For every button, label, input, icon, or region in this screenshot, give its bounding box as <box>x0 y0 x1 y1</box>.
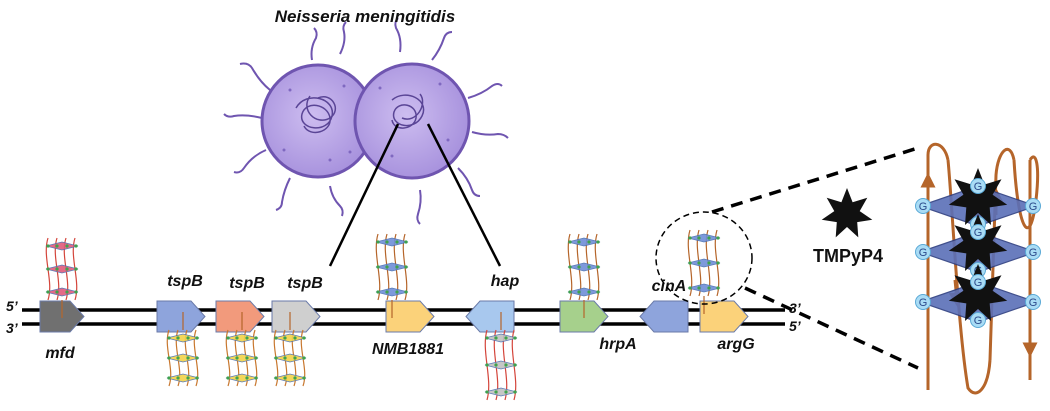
guanine-base-letter: G <box>919 247 928 259</box>
g4-backbone-0 <box>926 142 950 390</box>
guanine-base-letter: G <box>974 181 983 193</box>
g4-cina <box>687 229 721 314</box>
strand-bottom-left-label: 3’ <box>6 320 19 336</box>
g4-mfd <box>45 237 79 318</box>
gene-label-argg: argG <box>717 336 754 353</box>
guanine-base-circle <box>915 244 931 260</box>
guanine-base-letter: G <box>1029 297 1038 309</box>
gene-arrow-argg-8 <box>699 300 749 333</box>
g4-backbone-3 <box>1012 155 1040 229</box>
g4-tspb-2 <box>225 312 259 387</box>
gene-arrow-hap-5 <box>465 300 515 333</box>
magnify-line-bottom <box>744 286 919 370</box>
gene-labels: mfd tspB tspB tspB NMB1881 hap hrpA cinA… <box>45 273 754 362</box>
strand-top-right-label: 3’ <box>789 300 802 316</box>
g4-backbone-2 <box>988 147 1016 361</box>
gene-arrow-tspb-2 <box>215 300 265 333</box>
guanine-base-circle <box>970 312 986 328</box>
guanine-base-circle <box>1025 244 1041 260</box>
organism-title: Neisseria meningitidis <box>275 7 455 26</box>
g-quadruplex-sites <box>45 229 721 401</box>
ligand-legend: TMPyP4 <box>813 188 883 266</box>
right-coccus <box>353 62 471 180</box>
guanine-base-circle <box>970 224 986 240</box>
magnify-line-top <box>711 146 919 214</box>
gene-label-hrpa: hrpA <box>599 336 636 353</box>
gene-label-mfd: mfd <box>45 345 76 362</box>
g4-tspb-1 <box>166 312 200 387</box>
ligand-label: TMPyP4 <box>813 246 883 266</box>
guanine-base-letter: G <box>919 201 928 213</box>
g4-nmb1881 <box>375 233 409 318</box>
strand-top-left-label: 5’ <box>6 298 19 314</box>
guanine-base-letter: G <box>919 297 928 309</box>
gene-arrows <box>39 300 749 333</box>
g4-hap <box>484 312 518 401</box>
tmpyp4-bound-star-0 <box>948 168 1008 225</box>
guanine-base-circle <box>915 198 931 214</box>
tmpyp4-star-icon <box>821 188 873 238</box>
gene-arrow-cina-7 <box>639 300 689 333</box>
gene-label-cina: cinA <box>652 278 687 295</box>
guanine-base-circle <box>1025 294 1041 310</box>
guanine-base-letter: G <box>974 315 983 327</box>
strand-bottom-right-label: 5’ <box>789 318 802 334</box>
guanine-base-circle <box>970 274 986 290</box>
tmpyp4-bound-star-1 <box>948 214 1008 271</box>
gene-label-nmb1881: NMB1881 <box>372 341 444 358</box>
magnification-callout <box>655 146 919 370</box>
gene-arrow-tspb-1 <box>156 300 206 333</box>
magnify-circle <box>655 211 753 305</box>
gene-label-tspb-3: tspB <box>287 275 323 292</box>
cell-flagella <box>223 17 509 225</box>
cell-speckles <box>282 82 450 162</box>
gene-arrow-nmb1881-4 <box>385 300 435 333</box>
g-quadruplex-with-tmpyp4: GGGGGGGGGGGG <box>915 142 1041 395</box>
guanine-base-circle <box>915 294 931 310</box>
g4-tspb-3 <box>273 312 307 387</box>
guanine-base-letter: G <box>974 277 983 289</box>
guanine-base-circle <box>1025 198 1041 214</box>
guanine-base-letter: G <box>1029 201 1038 213</box>
gene-arrow-tspb-3 <box>271 300 321 333</box>
zoom-lines <box>328 123 502 267</box>
gene-label-tspb-1: tspB <box>167 273 203 290</box>
guanine-base-circle <box>970 178 986 194</box>
guanine-base-letter: G <box>1029 247 1038 259</box>
gene-label-hap: hap <box>491 273 520 290</box>
tmpyp4-bound-star-2 <box>948 264 1008 321</box>
guanine-base-letter: G <box>974 227 983 239</box>
g4-hrpa <box>567 233 601 318</box>
gene-label-tspb-2: tspB <box>229 275 265 292</box>
chromosome-coil <box>295 93 425 134</box>
